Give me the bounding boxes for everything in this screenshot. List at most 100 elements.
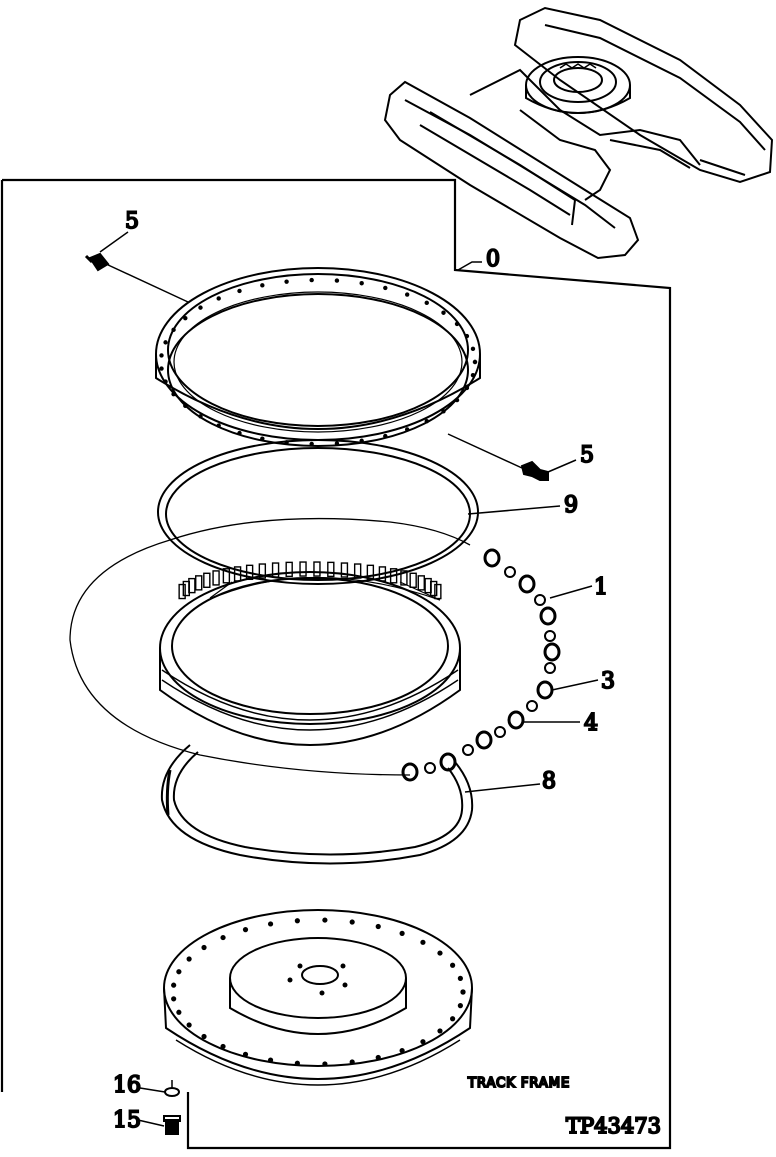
bearing-balls	[401, 548, 561, 782]
gear-tooth	[203, 572, 211, 588]
gear-tooth	[258, 563, 267, 579]
callout-16: 16	[113, 1073, 141, 1098]
bolt-hole	[159, 353, 164, 358]
spacer	[483, 548, 501, 568]
gear-tooth	[178, 583, 186, 600]
bolt-hole	[183, 403, 188, 409]
gear-tooth	[378, 566, 387, 582]
bolt-hole	[171, 327, 176, 333]
spacer	[539, 606, 557, 626]
bolt-hole	[186, 956, 192, 962]
gear-tooth	[212, 570, 220, 586]
bolt-hole	[163, 379, 168, 384]
bolt-hole	[309, 277, 314, 283]
callout-0: 0	[486, 247, 500, 272]
bolt-hole	[201, 1033, 207, 1040]
track-frame-base	[163, 909, 473, 1086]
bolt-hole	[159, 366, 164, 371]
bolt-hole	[441, 409, 446, 414]
bolt-hole	[375, 923, 381, 930]
bolt-hole	[424, 418, 429, 424]
bolt-hole	[322, 917, 328, 923]
gear-tooth	[313, 561, 321, 577]
bolt-hole	[399, 1048, 405, 1054]
bolt-hole	[242, 927, 249, 933]
bolt-hole	[220, 934, 226, 941]
gear-tooth	[233, 566, 242, 582]
bolt-hole	[322, 1061, 328, 1067]
track-frame-label: TRACK FRAME	[467, 1076, 570, 1091]
ball	[544, 630, 556, 642]
gear-tooth	[285, 561, 293, 578]
ball	[526, 700, 538, 712]
gear-tooth	[353, 563, 362, 579]
gear-tooth	[271, 562, 280, 578]
gear-tooth	[195, 575, 203, 591]
bolt-hole	[383, 285, 388, 291]
bolt-15	[137, 1115, 181, 1135]
bolt-hole	[375, 1054, 381, 1061]
bolt-hole	[260, 436, 265, 441]
bolt-hole	[220, 1043, 226, 1050]
gear-tooth	[299, 561, 307, 577]
bolt-hole	[294, 918, 300, 924]
bolt-hole	[457, 1003, 463, 1009]
bolt-hole	[294, 1060, 300, 1066]
assembly-path-ellipse	[69, 517, 471, 776]
bolt-hole	[450, 962, 456, 968]
spacer	[439, 752, 457, 772]
bolt-hole	[472, 359, 478, 365]
bolt-hole	[242, 1051, 249, 1057]
ball	[494, 726, 506, 738]
bolt-hole	[163, 340, 168, 345]
bolt-hole	[267, 1057, 274, 1063]
bolt-hole	[237, 430, 242, 436]
spacer	[507, 710, 525, 730]
callout-5-lower: 5	[580, 443, 594, 468]
bolt-hole	[450, 1016, 456, 1022]
outer-race-ring	[155, 267, 481, 447]
bolt-hole	[464, 333, 470, 339]
bolt-5-lower	[447, 433, 577, 481]
spacer	[401, 762, 419, 782]
gear-tooth	[366, 564, 375, 581]
bolt-hole	[437, 1028, 443, 1034]
washer-16	[139, 1080, 180, 1097]
callout-4: 4	[584, 711, 598, 736]
gear-tooth	[434, 583, 442, 600]
bolt-hole	[171, 391, 176, 397]
bolt-hole	[171, 996, 177, 1002]
gear-tooth	[222, 568, 231, 584]
bolt-hole	[349, 919, 355, 925]
ball	[504, 566, 516, 578]
bolt-hole	[441, 310, 446, 315]
bolt-hole	[309, 441, 314, 447]
gear-tooth	[409, 572, 417, 588]
bolt-hole	[454, 321, 460, 327]
bolt-hole	[464, 385, 470, 391]
bolt-hole	[457, 975, 463, 981]
spacer	[518, 574, 536, 594]
callout-8: 8	[542, 769, 556, 794]
callout-1: 1	[594, 575, 608, 600]
bolt-hole	[237, 288, 242, 294]
bolt-hole	[198, 414, 203, 419]
figure-code: TP43473	[566, 1114, 661, 1138]
bolt-hole	[334, 441, 340, 446]
bolt-hole	[216, 423, 221, 428]
bolt-hole	[470, 372, 476, 378]
bolt-hole	[399, 930, 405, 936]
gear-tooth	[327, 561, 335, 578]
bolt-hole	[176, 1009, 182, 1015]
bolt-hole	[201, 944, 207, 951]
bolt-hole	[216, 296, 221, 301]
bolt-hole	[437, 950, 443, 956]
bolt-hole	[424, 300, 429, 306]
undercarriage-overview-drawing	[383, 6, 774, 260]
spacer	[543, 642, 561, 662]
bolt-hole	[454, 397, 460, 403]
bolt-hole	[470, 346, 476, 352]
gear-tooth	[245, 564, 254, 581]
gear-tooth	[188, 577, 196, 594]
